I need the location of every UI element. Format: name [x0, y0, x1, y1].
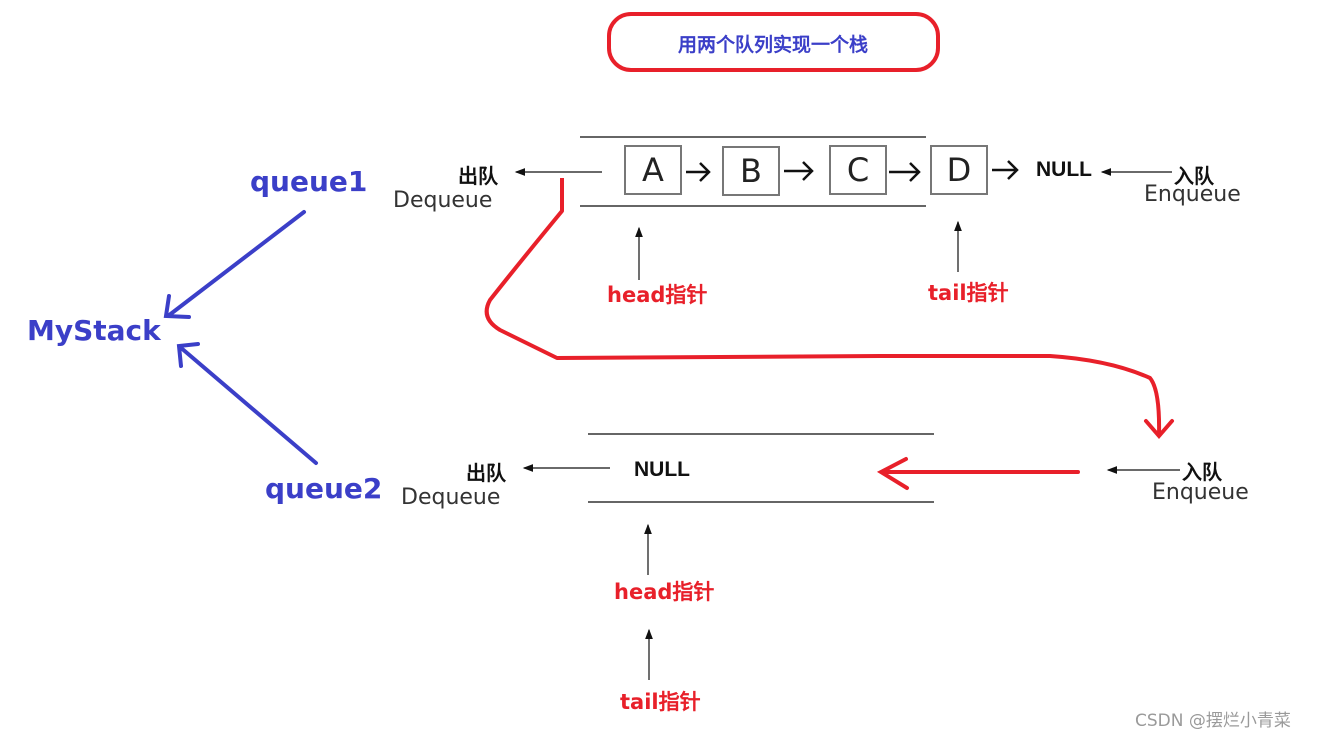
queue1-enqueue-cn: 入队	[1174, 164, 1214, 188]
queue-node: C	[829, 145, 887, 195]
queue2-dequeue-cn: 出队	[466, 461, 506, 485]
queue-node: D	[930, 145, 988, 195]
queue1-head-label: head指针	[607, 283, 708, 307]
queue2-tail-label: tail指针	[620, 690, 701, 714]
page-title: 用两个队列实现一个栈	[677, 34, 868, 56]
title-oval	[607, 12, 940, 72]
blue-arrows	[163, 210, 318, 465]
link-arrow-a-b	[686, 162, 711, 182]
node-link-arrows	[686, 160, 1019, 182]
push-red-arrow	[876, 457, 1080, 490]
link-arrow-b-c	[784, 161, 814, 181]
queue-node: A	[624, 145, 682, 195]
queue2-null-label: NULL	[634, 458, 690, 481]
transfer-curve-arrow	[484, 178, 1162, 436]
queue2-head-label: head指针	[614, 580, 715, 604]
mystack-label: MyStack	[27, 314, 161, 347]
queue1-enqueue-en: Enqueue	[1144, 182, 1241, 207]
queue1-to-mystack-arrow	[163, 210, 306, 319]
queue2-enqueue-cn: 入队	[1182, 460, 1222, 484]
queue2-enqueue-en: Enqueue	[1152, 480, 1249, 505]
queue1-tail-label: tail指针	[928, 281, 1009, 305]
watermark: CSDN @摆烂小青菜	[1135, 711, 1291, 731]
link-arrow-c-d	[889, 162, 921, 182]
queue2-dequeue-en: Dequeue	[401, 485, 501, 510]
queue2-to-mystack-arrow	[176, 342, 318, 465]
transfer-curve-arrowhead	[1144, 419, 1174, 440]
queue-node: B	[722, 146, 780, 196]
queue2-label: queue2	[265, 472, 383, 505]
link-arrow-d-null	[992, 160, 1019, 180]
queue1-dequeue-en: Dequeue	[393, 188, 493, 213]
queue1-dequeue-cn: 出队	[458, 164, 498, 188]
queue1-null-label: NULL	[1036, 158, 1092, 181]
queue1-label: queue1	[250, 165, 368, 198]
